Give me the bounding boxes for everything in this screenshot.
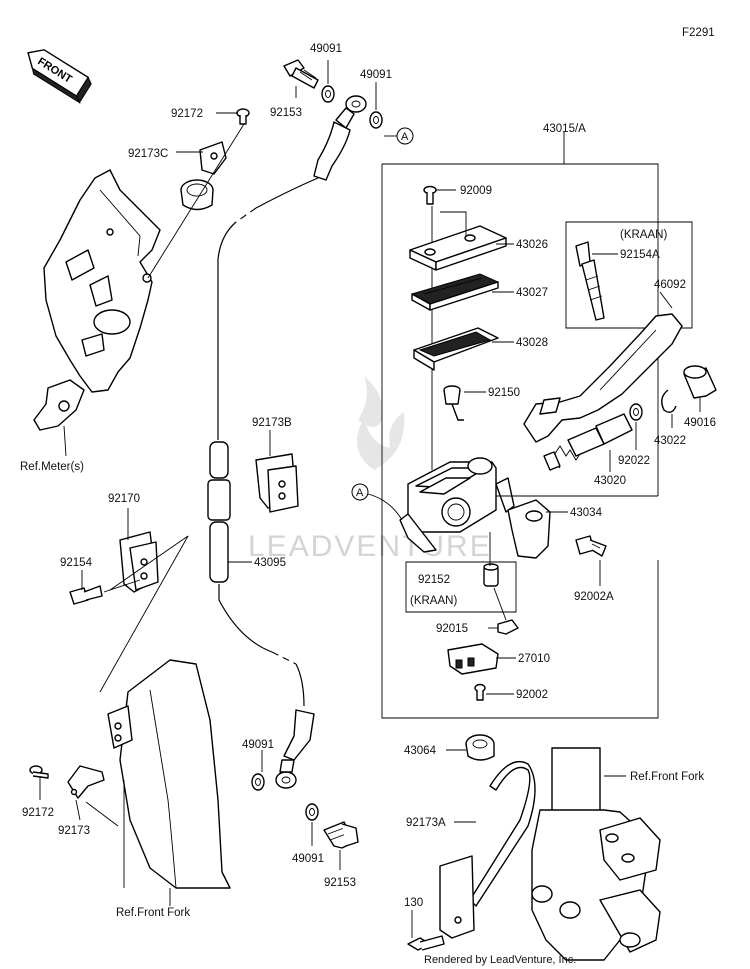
label-92154a: 92154A bbox=[620, 249, 660, 261]
bolt-92002a bbox=[575, 535, 607, 557]
label-49016: 49016 bbox=[684, 417, 716, 429]
washer-92022 bbox=[629, 403, 643, 421]
label-92153-lower: 92153 bbox=[324, 877, 356, 889]
bolt-130 bbox=[407, 935, 445, 951]
boot-49016 bbox=[683, 365, 717, 399]
diaphragm-plate-43027 bbox=[410, 273, 500, 311]
label-92022: 92022 bbox=[618, 455, 650, 467]
brake-hose-43095 bbox=[207, 441, 315, 789]
label-43034: 43034 bbox=[570, 507, 603, 519]
figure-code: F2291 bbox=[682, 27, 715, 39]
label-43095: 43095 bbox=[254, 557, 286, 569]
screw-92172-upper bbox=[236, 108, 250, 125]
brake-lever-46092 bbox=[523, 313, 683, 443]
hose-guide-92173a bbox=[439, 760, 536, 939]
washer-49091-lower-a bbox=[251, 773, 265, 791]
bracket-92170 bbox=[119, 531, 159, 593]
spacer-92152 bbox=[483, 563, 499, 587]
label-92152: 92152 bbox=[418, 574, 450, 586]
label-92173: 92173 bbox=[58, 825, 90, 837]
screw-92009 bbox=[423, 185, 437, 205]
meter-bracket bbox=[33, 169, 161, 457]
master-cylinder-body bbox=[399, 457, 515, 553]
washer-49091-upper-b bbox=[369, 111, 383, 129]
piston-43020 bbox=[543, 413, 633, 471]
label-43064: 43064 bbox=[404, 745, 437, 757]
credit-text: Rendered by LeadVenture, Inc. bbox=[424, 954, 576, 966]
pin-92150 bbox=[443, 385, 464, 421]
label-ref-front-fork-right: Ref.Front Fork bbox=[630, 771, 704, 783]
bolt-92153-upper bbox=[283, 59, 319, 89]
label-92172-lower: 92172 bbox=[22, 807, 54, 819]
label-43022: 43022 bbox=[654, 435, 686, 447]
bolt-92153-lower bbox=[323, 821, 359, 849]
callout-a-lower: A bbox=[356, 487, 364, 499]
label-92170: 92170 bbox=[108, 493, 140, 505]
screw-92002 bbox=[474, 683, 486, 701]
brake-hose-upper bbox=[217, 121, 351, 440]
banjo-upper bbox=[335, 95, 367, 129]
label-ref-front-fork-left: Ref.Front Fork bbox=[116, 907, 190, 919]
circlip-43022 bbox=[661, 389, 677, 413]
screw-92172-lower bbox=[29, 765, 49, 779]
label-46092: 46092 bbox=[654, 279, 686, 291]
label-49091-upper-b: 49091 bbox=[360, 69, 392, 81]
fork-guard bbox=[107, 659, 231, 889]
label-130: 130 bbox=[404, 897, 423, 909]
clamp-43034 bbox=[507, 499, 551, 559]
washer-49091-lower-b bbox=[305, 803, 319, 821]
part-labels: 49091 49091 92153 92172 92173C 43015/A 9… bbox=[20, 43, 716, 919]
label-92154: 92154 bbox=[60, 557, 93, 569]
reservoir-cap-43026 bbox=[409, 225, 507, 271]
label-27010: 27010 bbox=[518, 653, 550, 665]
label-92153-upper: 92153 bbox=[270, 107, 302, 119]
clip-92173 bbox=[67, 765, 105, 799]
label-92015: 92015 bbox=[436, 623, 468, 635]
label-49091-lower-b: 49091 bbox=[292, 853, 324, 865]
label-43027: 43027 bbox=[516, 287, 548, 299]
label-92150: 92150 bbox=[488, 387, 520, 399]
label-ref-meter: Ref.Meter(s) bbox=[20, 461, 84, 473]
label-92173b: 92173B bbox=[252, 417, 292, 429]
nut-92015 bbox=[497, 619, 519, 635]
grommet-43064 bbox=[465, 734, 495, 761]
bolt-92154 bbox=[69, 585, 103, 605]
watermark-text: LEADVENTURE bbox=[248, 530, 492, 563]
label-43026: 43026 bbox=[516, 239, 548, 251]
washer-49091-upper-a bbox=[321, 85, 335, 103]
label-kraan-upper: (KRAAN) bbox=[620, 229, 667, 241]
front-fork-ref bbox=[531, 747, 661, 961]
callout-a-upper: A bbox=[401, 131, 409, 143]
watermark: LEADVENTURE bbox=[248, 376, 492, 563]
clamp-92173b bbox=[255, 453, 299, 513]
label-kraan-lower: (KRAAN) bbox=[410, 595, 457, 607]
label-43015a: 43015/A bbox=[543, 123, 586, 135]
label-49091-upper-a: 49091 bbox=[310, 43, 342, 55]
label-92173c: 92173C bbox=[128, 148, 168, 160]
diaphragm-43028 bbox=[413, 327, 499, 371]
label-92002a: 92002A bbox=[574, 591, 614, 603]
switch-27010 bbox=[447, 643, 499, 675]
label-92002: 92002 bbox=[516, 689, 548, 701]
bolt-92154a bbox=[575, 241, 605, 321]
label-49091-lower-a: 49091 bbox=[242, 739, 274, 751]
front-arrow-icon: FRONT bbox=[27, 49, 92, 104]
label-92173a: 92173A bbox=[406, 817, 446, 829]
label-92009: 92009 bbox=[460, 185, 492, 197]
label-43028: 43028 bbox=[516, 337, 548, 349]
label-92172-upper: 92172 bbox=[171, 108, 203, 120]
label-43020: 43020 bbox=[594, 475, 626, 487]
